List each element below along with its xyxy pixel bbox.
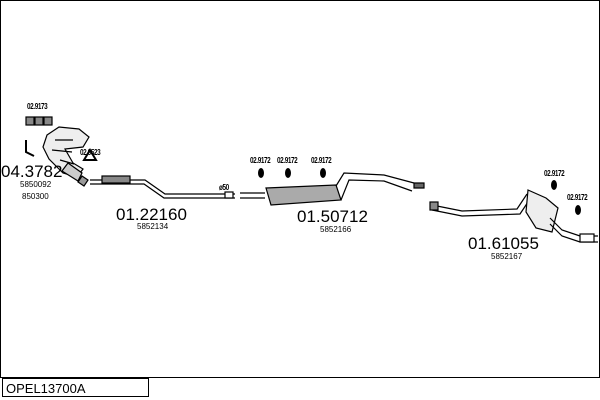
accessory-label: 02.9172 xyxy=(250,156,271,165)
oe-number: 5852166 xyxy=(320,225,352,234)
oe-number: 850300 xyxy=(22,192,49,201)
pipe-diameter: ø50 xyxy=(219,183,229,192)
gasket-02-9173 xyxy=(25,116,53,126)
accessory-label: 02.9523 xyxy=(80,148,101,157)
accessory-label: 02.9172 xyxy=(311,156,332,165)
rear-silencer xyxy=(429,189,598,243)
middle-silencer xyxy=(240,172,425,206)
part-number: 01.61055 xyxy=(468,234,539,253)
oe-number: 5852167 xyxy=(491,252,523,261)
accessory-label: 02.9173 xyxy=(27,102,48,111)
front-pipe xyxy=(90,175,235,199)
oe-number: 5852134 xyxy=(137,222,169,231)
accessory-label: 02.9172 xyxy=(544,169,565,178)
manifold-catalyst xyxy=(25,116,98,187)
model-code: OPEL13700A xyxy=(2,378,149,397)
accessory-label: 02.9172 xyxy=(567,193,588,202)
part-number: 04.3782 xyxy=(1,162,63,181)
oe-number: 5850092 xyxy=(20,180,52,189)
rubber-hangers xyxy=(258,168,581,215)
part-number: 01.50712 xyxy=(297,207,368,226)
accessory-label: 02.9172 xyxy=(277,156,298,165)
part-number: 01.22160 xyxy=(116,205,187,224)
